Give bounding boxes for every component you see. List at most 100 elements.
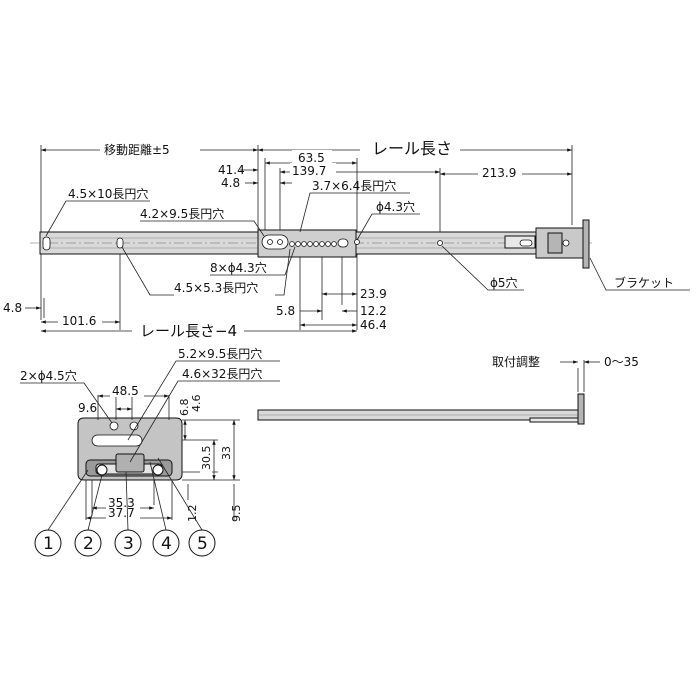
leader-4-5x5-3 [121,246,174,296]
hole-8x-4 [307,241,313,247]
hole-8x-1 [289,241,295,247]
callout-circle-4 [152,529,180,557]
hole-8x-8 [331,241,337,247]
ball-right [152,464,164,476]
dim-35-3-bg [106,497,140,509]
callout-3: 3 [123,534,134,554]
bracket-clip [547,232,563,254]
callout-leader-1 [47,469,89,531]
dim-139-7-bg [290,163,336,176]
dim-48-5-bg [110,385,144,397]
leader-4-6x32 [129,380,280,463]
dim-4-8-top: 4.8 [221,176,240,190]
dim-33: 33 [220,446,233,460]
leader-8x-phi4-3 [210,246,296,276]
carriage [115,453,145,473]
leader-4-5x5-3-b [275,248,291,296]
label-4-6x32: 4.6×32長円穴 [182,366,262,381]
label-8x-phi4-3: 8×ϕ4.3穴 [210,260,267,275]
leader-bracket [589,257,690,291]
hole-8x-6 [319,241,325,247]
end-hole-1 [109,421,119,431]
callout-leader-4 [149,461,167,531]
callout-circle-1 [34,529,62,557]
callout-2: 2 [83,534,94,554]
callout-1: 1 [43,534,54,554]
side-bracket [577,393,585,425]
dim-35-3: 35.3 [108,496,135,510]
label-4-5x10: 4.5×10長円穴 [68,186,148,201]
label-4-2x9-5: 4.2×9.5長円穴 [140,206,224,221]
dim-30-5: 30.5 [200,446,213,471]
callout-leader-3 [125,471,129,531]
callout-leader-2 [87,474,103,531]
slot-4-2x9-5 [261,234,289,250]
label-4-5x5-3: 4.5×5.3長円穴 [174,280,258,295]
travel-label-bg [100,141,200,157]
end-view: 2×ϕ4.5穴 5.2×9.5長円穴 4.6×32長円穴 48.5 9.6 6.… [20,346,280,557]
dim-63-5: 63.5 [298,151,325,165]
rail-length-minus-label: レール長さ−4 [140,322,237,340]
leader-3-7x6-4 [299,192,410,233]
dim-30-5-bg [200,445,212,473]
leader-2x-phi4-5 [20,382,113,424]
hole-8x-7 [325,241,331,247]
dim-4-8-left: 4.8 [3,301,22,315]
side-rail-end [529,417,583,423]
label-2x-phi4-5: 2×ϕ4.5穴 [20,368,77,383]
bracket-plate [582,219,590,269]
dim-37-7: 37.7 [108,506,135,520]
rail-end-slot-hole [519,239,533,247]
dim-37-7-bg [106,507,140,519]
leader-5-2x9-5 [127,360,280,441]
callout-circle-3 [114,529,142,557]
callout-circle-2 [74,529,102,557]
dim-63-5-bg [292,150,332,163]
dim-101-6-bg [58,313,102,326]
label-phi5: ϕ5穴 [490,275,518,290]
dim-46-4: 46.4 [360,318,387,332]
dim-41-4: 41.4 [218,163,245,177]
hole-a [267,239,273,245]
dim-12-2: 12.2 [360,304,387,318]
side-view: 取付調整 0〜35 [257,354,639,425]
leader-phi5 [441,245,524,291]
label-3-7x6-4: 3.7×6.4長円穴 [312,178,396,193]
label-5-2x9-5: 5.2×9.5長円穴 [178,346,262,361]
label-bracket: ブラケット [614,275,674,290]
side-adjust-label: 取付調整 [492,354,540,369]
rail-length-minus-bg [132,322,244,340]
dim-101-6: 101.6 [62,314,96,328]
dim-213-9-bg [478,165,522,178]
hole-phi5 [437,240,443,246]
callout-4: 4 [161,534,172,554]
dim-9-5: 9.5 [230,505,243,523]
ball-left [96,464,108,476]
leader-4-5x10 [45,200,150,237]
hole-8x-3 [301,241,307,247]
slot-4-5x5-3 [116,237,124,249]
dim-5-8: 5.8 [276,304,295,318]
dim-4-6: 4.6 [190,395,203,413]
hole-b [277,239,283,245]
side-adjust-range: 0〜35 [604,355,639,369]
travel-label: 移動距離±5 [104,143,170,157]
dim-139-7: 139.7 [292,164,326,178]
leader-phi4-3 [356,213,420,241]
hole-8x-5 [313,241,319,247]
top-view: 移動距離±5 レール長さ 63.5 41.4 139.7 213.9 4.8 3… [3,139,690,340]
hole-phi4-3 [354,239,360,245]
end-slot-5-2x9-5 [91,434,143,447]
rail-length-bg [360,140,460,158]
dim-48-5: 48.5 [112,384,139,398]
dim-6-8: 6.8 [178,399,191,417]
bracket-hole [562,239,570,247]
dim-23-9: 23.9 [360,287,387,301]
callout-leader-5 [157,457,203,531]
callout-circle-5 [188,529,216,557]
dim-213-9: 213.9 [482,166,516,180]
leader-4-2x9-5 [140,220,265,237]
slot-4-5x10 [42,236,51,251]
